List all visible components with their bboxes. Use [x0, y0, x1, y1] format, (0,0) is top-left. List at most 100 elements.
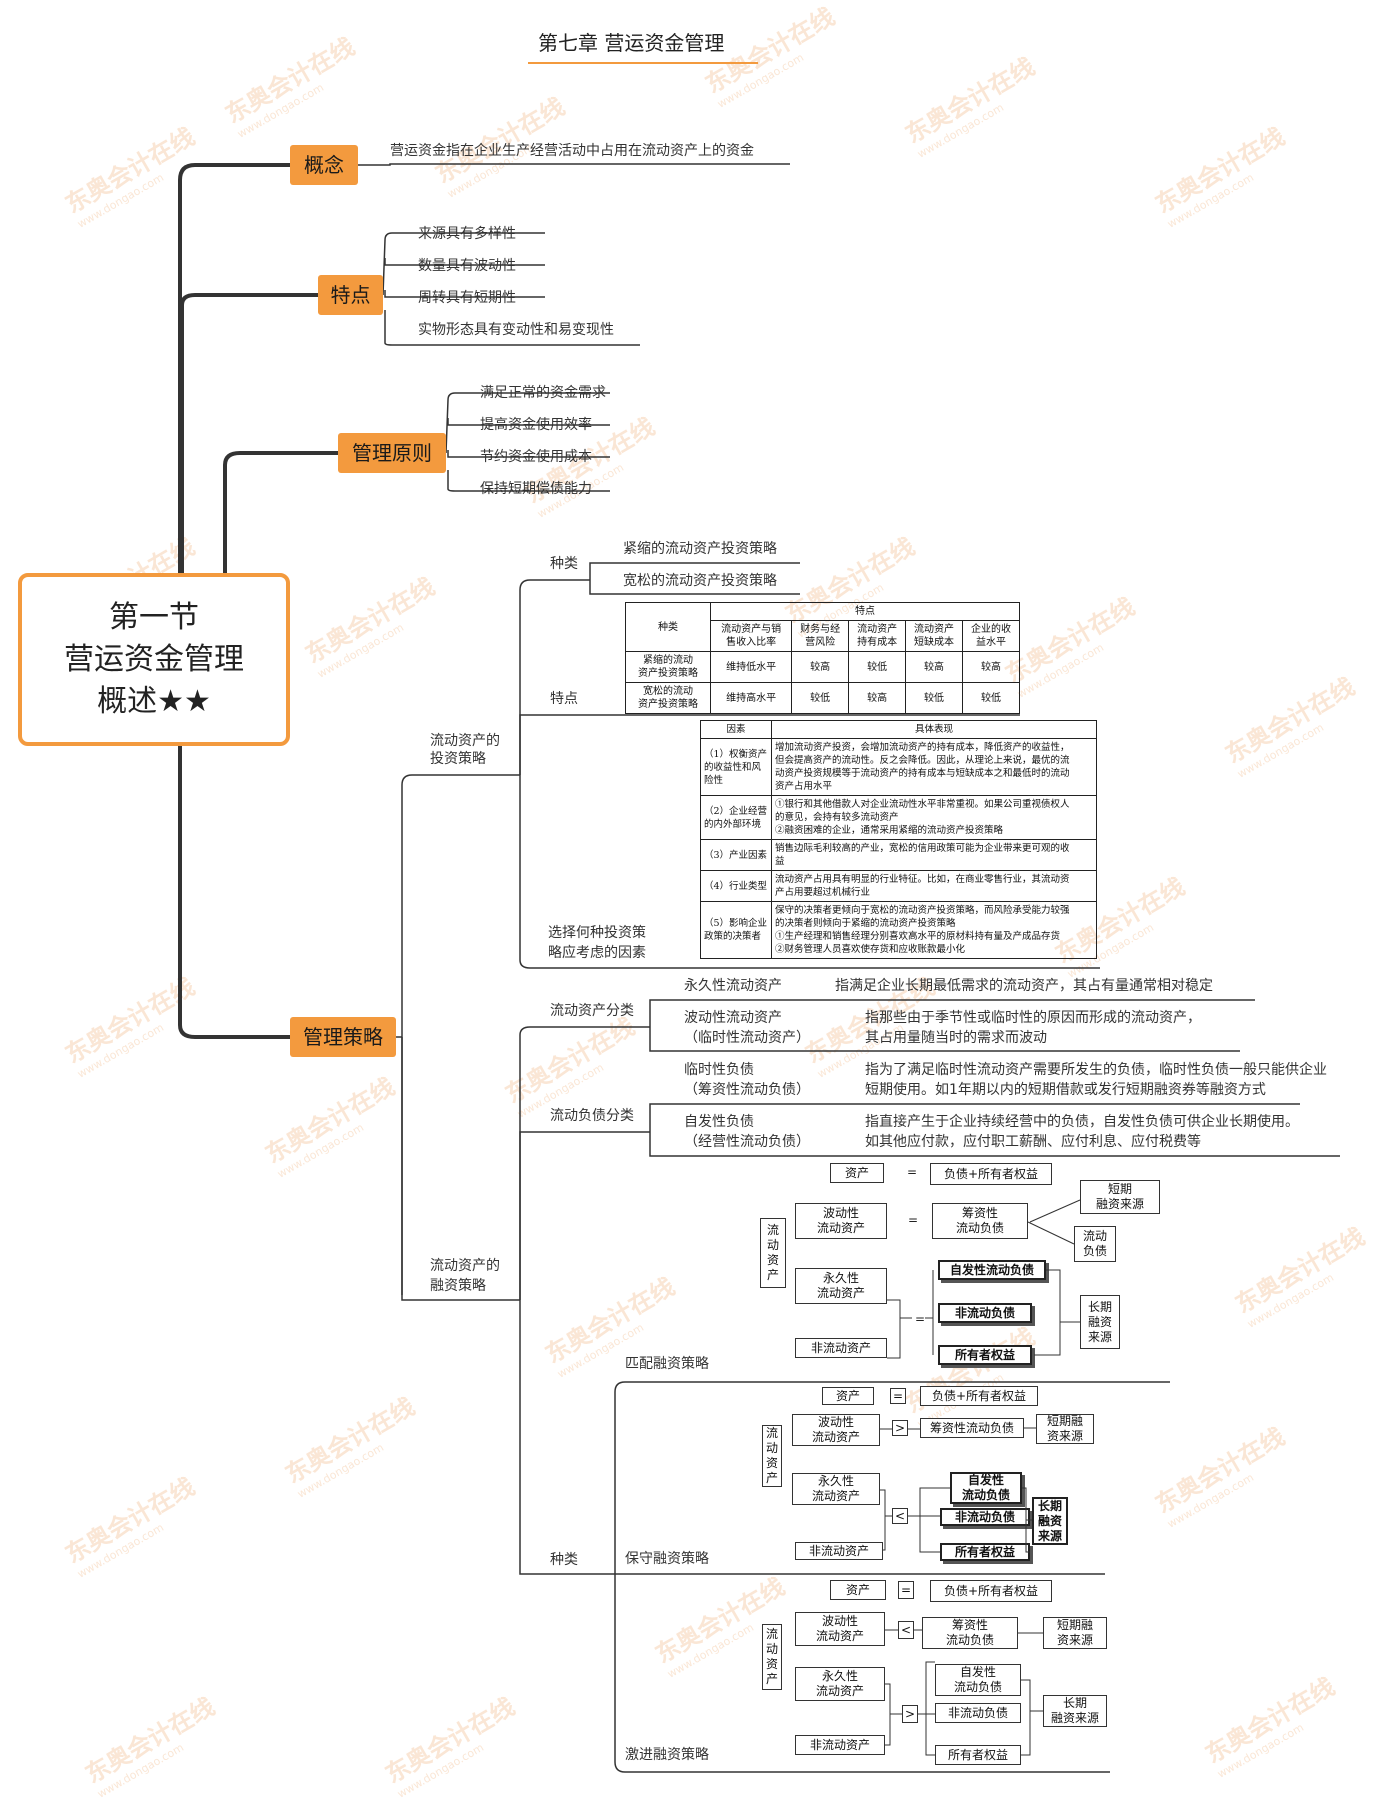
aggr-eq: = [898, 1581, 914, 1599]
financing-label-2: 融资策略 [430, 1278, 486, 1294]
cons-noncur: 非流动资产 [795, 1542, 883, 1560]
ftbl-factor: （2）企业经营的内外部环境 [700, 795, 772, 840]
asset-class-label: 流动资产分类 [550, 1003, 634, 1019]
aggr-long-src: 长期融资来源 [1043, 1695, 1107, 1727]
aggr-perm: 永久性流动资产 [795, 1667, 885, 1701]
inv-type-2: 宽松的流动资产投资策略 [623, 573, 777, 589]
match-noncur: 非流动资产 [795, 1338, 887, 1358]
cons-assets: 资产 [822, 1387, 874, 1405]
aggr-spont: 自发性流动负债 [935, 1664, 1021, 1696]
tbl-col: 流动资产短缺成本 [905, 620, 963, 652]
cons-current-assets: 流动资产 [762, 1425, 782, 1487]
tbl-row-name: 宽松的流动资产投资策略 [625, 682, 711, 714]
cons-spont: 自发性流动负债 [950, 1472, 1022, 1504]
cons-rel1: > [892, 1420, 908, 1436]
principles-tag: 管理原则 [338, 433, 446, 473]
cons-equity: 所有者权益 [940, 1543, 1030, 1561]
cons-fluct: 波动性流动资产 [792, 1414, 880, 1446]
tbl-col: 流动资产持有成本 [848, 620, 907, 652]
aggr-assets: 资产 [830, 1580, 886, 1600]
tbl-col: 企业的收益水平 [962, 620, 1020, 652]
feature-item-2: 数量具有波动性 [418, 258, 516, 274]
ftbl-desc: 保守的决策者更倾向于宽松的流动资产投资策略，而风险承受能力较强的决策者则倾向于紧… [771, 901, 1097, 959]
liab-class-2-name-2: （经营性流动负债） [684, 1134, 810, 1150]
asset-class-2-name-2: （临时性流动资产） [684, 1030, 810, 1046]
liab-class-1-name-1: 临时性负债 [684, 1062, 754, 1078]
root-line3: 概述★★ [97, 683, 211, 719]
tbl-cell: 维持高水平 [709, 682, 793, 714]
cons-liab-equity: 负债+所有者权益 [920, 1386, 1038, 1406]
asset-class-2-desc-2: 其占用量随当时的需求而波动 [865, 1030, 1047, 1046]
ftbl-desc: 增加流动资产投资，会增加流动资产的持有成本，降低资产的收益性，但会提高资产的流动… [771, 738, 1097, 796]
aggr-noncur: 非流动资产 [795, 1735, 885, 1755]
aggr-rel2: > [902, 1705, 918, 1723]
feature-item-3: 周转具有短期性 [418, 290, 516, 306]
match-equity: 所有者权益 [938, 1345, 1032, 1365]
inv-types-label: 种类 [550, 556, 578, 572]
match-short-src: 短期融资来源 [1080, 1180, 1160, 1214]
aggr-short-src: 短期融资来源 [1043, 1617, 1107, 1649]
tbl-col: 财务与经营风险 [791, 620, 850, 652]
features-tag: 特点 [318, 275, 383, 315]
asset-class-2-name-1: 波动性流动资产 [684, 1010, 782, 1026]
inv-features-label: 特点 [550, 691, 578, 707]
ftbl-factor: （3）产业因素 [700, 839, 772, 871]
aggr-equity: 所有者权益 [935, 1745, 1021, 1765]
match-assets: 资产 [830, 1163, 884, 1183]
liab-class-1-desc-2: 短期使用。如1年期以内的短期借款或发行短期融资券等融资方式 [865, 1082, 1266, 1098]
principle-item-3: 节约资金使用成本 [480, 449, 592, 465]
match-label: 匹配融资策略 [625, 1356, 709, 1372]
inv-type-1: 紧缩的流动资产投资策略 [623, 541, 777, 557]
root-line1: 第一节 [109, 599, 199, 635]
match-rel2: = [915, 1312, 926, 1326]
ftbl-factor: （4）行业类型 [700, 870, 772, 902]
cons-short-src: 短期融资来源 [1036, 1414, 1094, 1444]
match-fin-liab: 筹资性流动负债 [932, 1203, 1028, 1239]
title-underline [528, 62, 758, 64]
page-title: 第七章 营运资金管理 [538, 31, 725, 55]
investment-label-1: 流动资产的 [430, 733, 500, 749]
match-liab-equity: 负债+所有者权益 [930, 1163, 1052, 1185]
asset-class-1-desc: 指满足企业长期最低需求的流动资产，其占有量通常相对稳定 [835, 978, 1213, 994]
asset-class-1-name: 永久性流动资产 [684, 978, 782, 994]
tbl-cell: 较低 [962, 682, 1020, 714]
match-noncur-liab: 非流动负债 [938, 1303, 1032, 1323]
liab-class-label: 流动负债分类 [550, 1108, 634, 1124]
concept-text: 营运资金指在企业生产经营活动中占用在流动资产上的资金 [390, 143, 754, 159]
aggr-fluct: 波动性流动资产 [795, 1612, 885, 1646]
principle-item-4: 保持短期偿债能力 [480, 481, 592, 497]
investment-factors-table: 因素 具体表现 （1）权衡资产的收益性和风险性增加流动资产投资，会增加流动资产的… [700, 720, 1097, 959]
aggr-liab-equity: 负债+所有者权益 [930, 1580, 1052, 1602]
tbl-row-name: 紧缩的流动资产投资策略 [625, 651, 711, 683]
liab-class-1-name-2: （筹资性流动负债） [684, 1082, 810, 1098]
root-line2: 营运资金管理 [64, 641, 244, 677]
ftbl-factor: （1）权衡资产的收益性和风险性 [700, 738, 772, 796]
asset-class-2-desc-1: 指那些由于季节性或临时性的原因而形成的流动资产， [865, 1010, 1201, 1026]
root-node: 第一节 营运资金管理 概述★★ [18, 573, 290, 746]
fin-types-label: 种类 [550, 1552, 578, 1568]
cons-rel2: < [892, 1508, 908, 1524]
conservative-label: 保守融资策略 [625, 1551, 709, 1567]
aggr-noncur-liab: 非流动负债 [935, 1703, 1021, 1723]
ftbl-desc: 流动资产占用具有明显的行业特征。比如，在商业零售行业，其流动资产占用要超过机械行… [771, 870, 1097, 902]
tbl-cell: 维持低水平 [709, 651, 793, 683]
liab-class-2-desc-1: 指直接产生于企业持续经营中的负债，自发性负债可供企业长期使用。 [865, 1114, 1299, 1130]
ftbl-factor: （5）影响企业政策的决策者 [700, 901, 772, 959]
liab-class-1-desc-1: 指为了满足临时性流动资产需要所发生的负债，临时性负债一般只能供企业 [865, 1062, 1327, 1078]
feature-item-4: 实物形态具有变动性和易变现性 [418, 322, 614, 338]
match-spont: 自发性流动负债 [938, 1260, 1046, 1280]
match-fluct: 波动性流动资产 [795, 1203, 887, 1239]
aggr-rel1: < [898, 1621, 914, 1639]
liab-class-2-name-1: 自发性负债 [684, 1114, 754, 1130]
cons-fin-liab: 筹资性流动负债 [920, 1418, 1024, 1438]
principle-item-1: 满足正常的资金需求 [480, 385, 606, 401]
cons-noncur-liab: 非流动负债 [940, 1508, 1030, 1526]
feature-item-1: 来源具有多样性 [418, 226, 516, 242]
match-perm: 永久性流动资产 [795, 1268, 887, 1304]
match-cur-liab: 流动负债 [1074, 1226, 1116, 1262]
liab-class-2-desc-2: 如其他应付款，应付职工薪酬、应付利息、应付税费等 [865, 1134, 1201, 1150]
aggr-current-assets: 流动资产 [762, 1624, 782, 1690]
investment-features-table: 种类 特点 流动资产与销售收入比率 财务与经营风险 流动资产持有成本 流动资产短… [625, 602, 1020, 714]
